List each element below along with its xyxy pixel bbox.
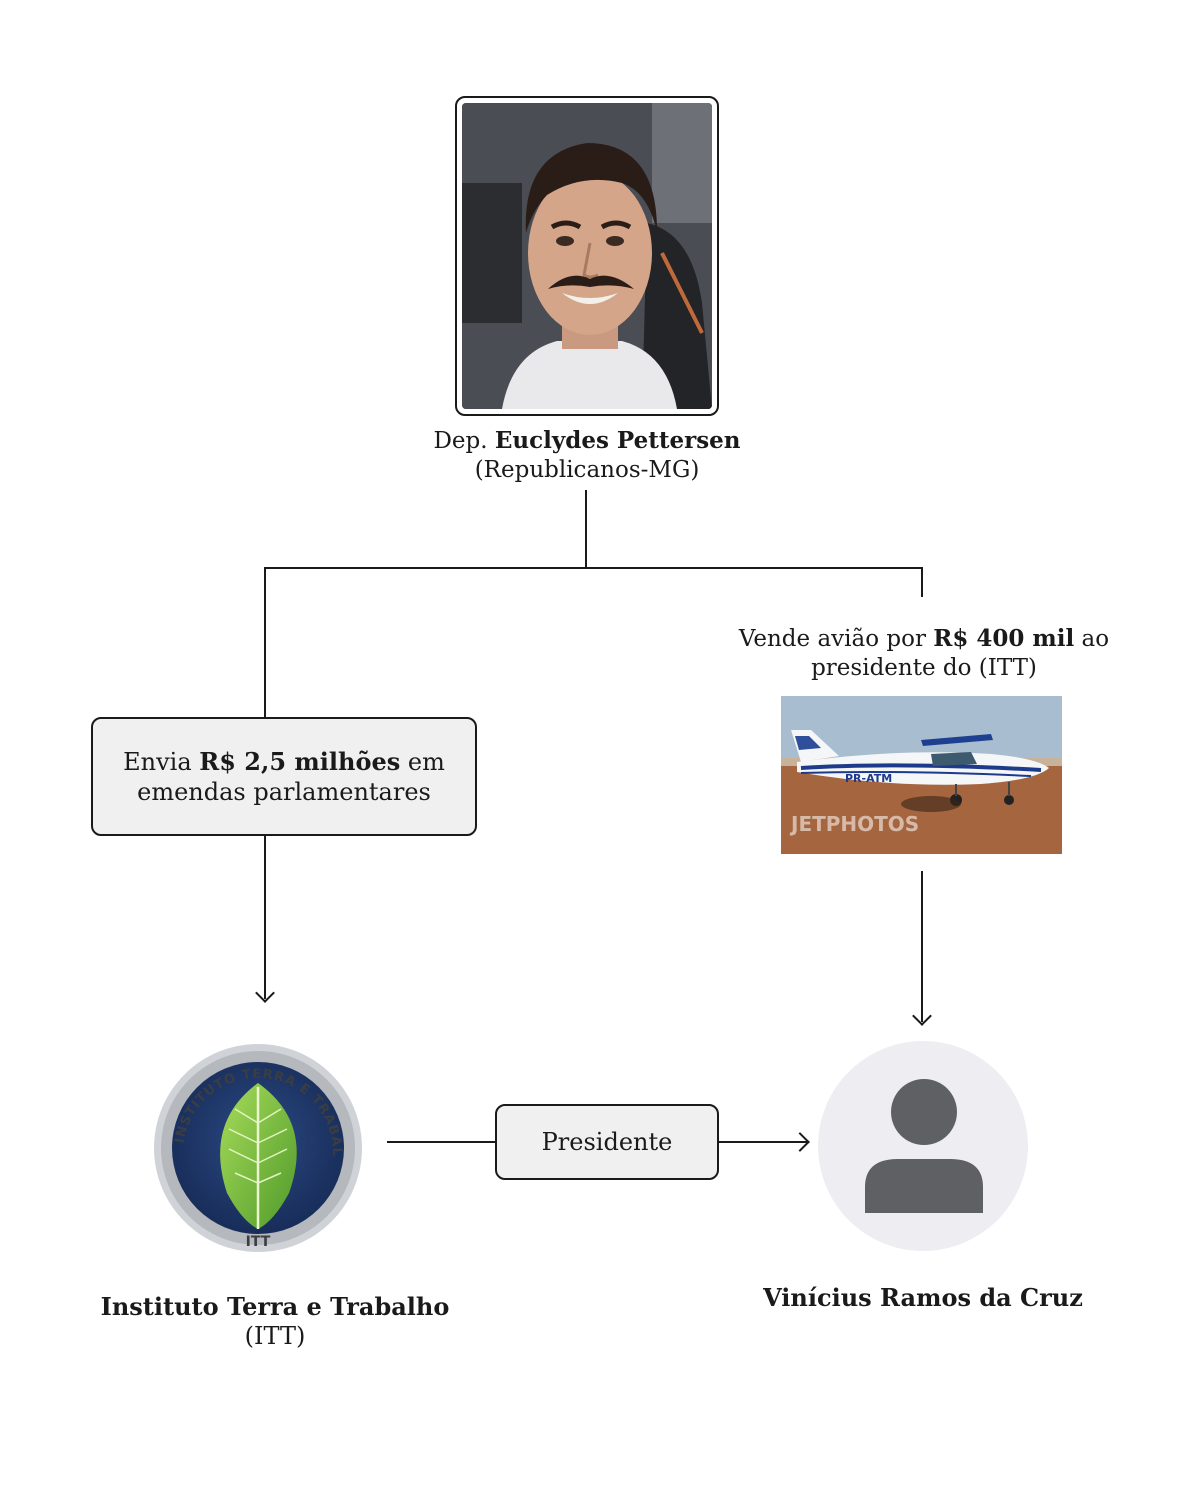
arrow-left-head xyxy=(255,983,275,1003)
plane-sale-pre: Vende avião por xyxy=(738,626,934,652)
emendas-line2: emendas parlamentares xyxy=(137,777,431,806)
itt-name: Instituto Terra e Trabalho xyxy=(100,1292,450,1321)
connector-left-vertical xyxy=(264,567,266,718)
person-avatar xyxy=(818,1041,1028,1251)
plane-watermark: JETPHOTOS xyxy=(789,812,919,836)
relation-line-right xyxy=(719,1141,807,1143)
plane-sale-caption: Vende avião por R$ 400 mil ao presidente… xyxy=(730,624,1118,683)
arrow-left-shaft xyxy=(264,836,266,999)
relation-box: Presidente xyxy=(495,1104,719,1180)
itt-abbr: (ITT) xyxy=(244,1322,306,1350)
connector-horizontal xyxy=(264,567,923,569)
relation-label: Presidente xyxy=(541,1128,673,1156)
itt-logo: INSTITUTO TERRA E TRABALHO ITT xyxy=(143,1032,367,1253)
connector-top-vertical xyxy=(585,490,587,569)
deputy-label: Dep. Euclydes Pettersen (Republicanos-MG… xyxy=(380,426,794,485)
deputy-party: (Republicanos-MG) xyxy=(474,457,700,483)
plane-sale-line2: presidente do (ITT) xyxy=(811,655,1037,681)
arrow-right-head xyxy=(912,1006,932,1026)
emendas-line1: Envia R$ 2,5 milhões em xyxy=(123,747,445,777)
itt-label: Instituto Terra e Trabalho (ITT) xyxy=(100,1292,450,1351)
deputy-portrait-photo xyxy=(462,103,712,409)
emendas-pre: Envia xyxy=(123,747,200,776)
deputy-photo-frame xyxy=(455,96,719,416)
airplane-photo: PR-ATM JETPHOTOS xyxy=(781,696,1062,854)
deputy-name: Euclydes Pettersen xyxy=(494,427,741,454)
plane-sale-amount: R$ 400 mil xyxy=(933,625,1075,652)
deputy-prefix: Dep. xyxy=(433,428,495,454)
plane-sale-line1: Vende avião por R$ 400 mil ao xyxy=(730,624,1118,654)
deputy-name-line: Dep. Euclydes Pettersen xyxy=(380,426,794,456)
emendas-post: em xyxy=(400,747,445,776)
portrait-illustration xyxy=(462,103,712,409)
emendas-box: Envia R$ 2,5 milhões em emendas parlamen… xyxy=(91,717,477,836)
relation-arrow-head xyxy=(790,1132,810,1152)
leaf-logo-icon: INSTITUTO TERRA E TRABALHO ITT xyxy=(143,1032,362,1252)
relation-line-left xyxy=(387,1141,496,1143)
user-placeholder-icon xyxy=(865,1079,983,1213)
person-name: Vinícius Ramos da Cruz xyxy=(763,1283,1083,1312)
plane-registration: PR-ATM xyxy=(845,772,892,785)
person-label: Vinícius Ramos da Cruz xyxy=(740,1283,1106,1313)
emendas-amount: R$ 2,5 milhões xyxy=(199,746,401,776)
connector-right-vertical xyxy=(921,567,923,597)
itt-logo-abbr: ITT xyxy=(246,1234,271,1250)
airplane-illustration: PR-ATM JETPHOTOS xyxy=(781,696,1062,854)
arrow-right-shaft xyxy=(921,871,923,1022)
plane-sale-post: ao xyxy=(1074,626,1110,652)
